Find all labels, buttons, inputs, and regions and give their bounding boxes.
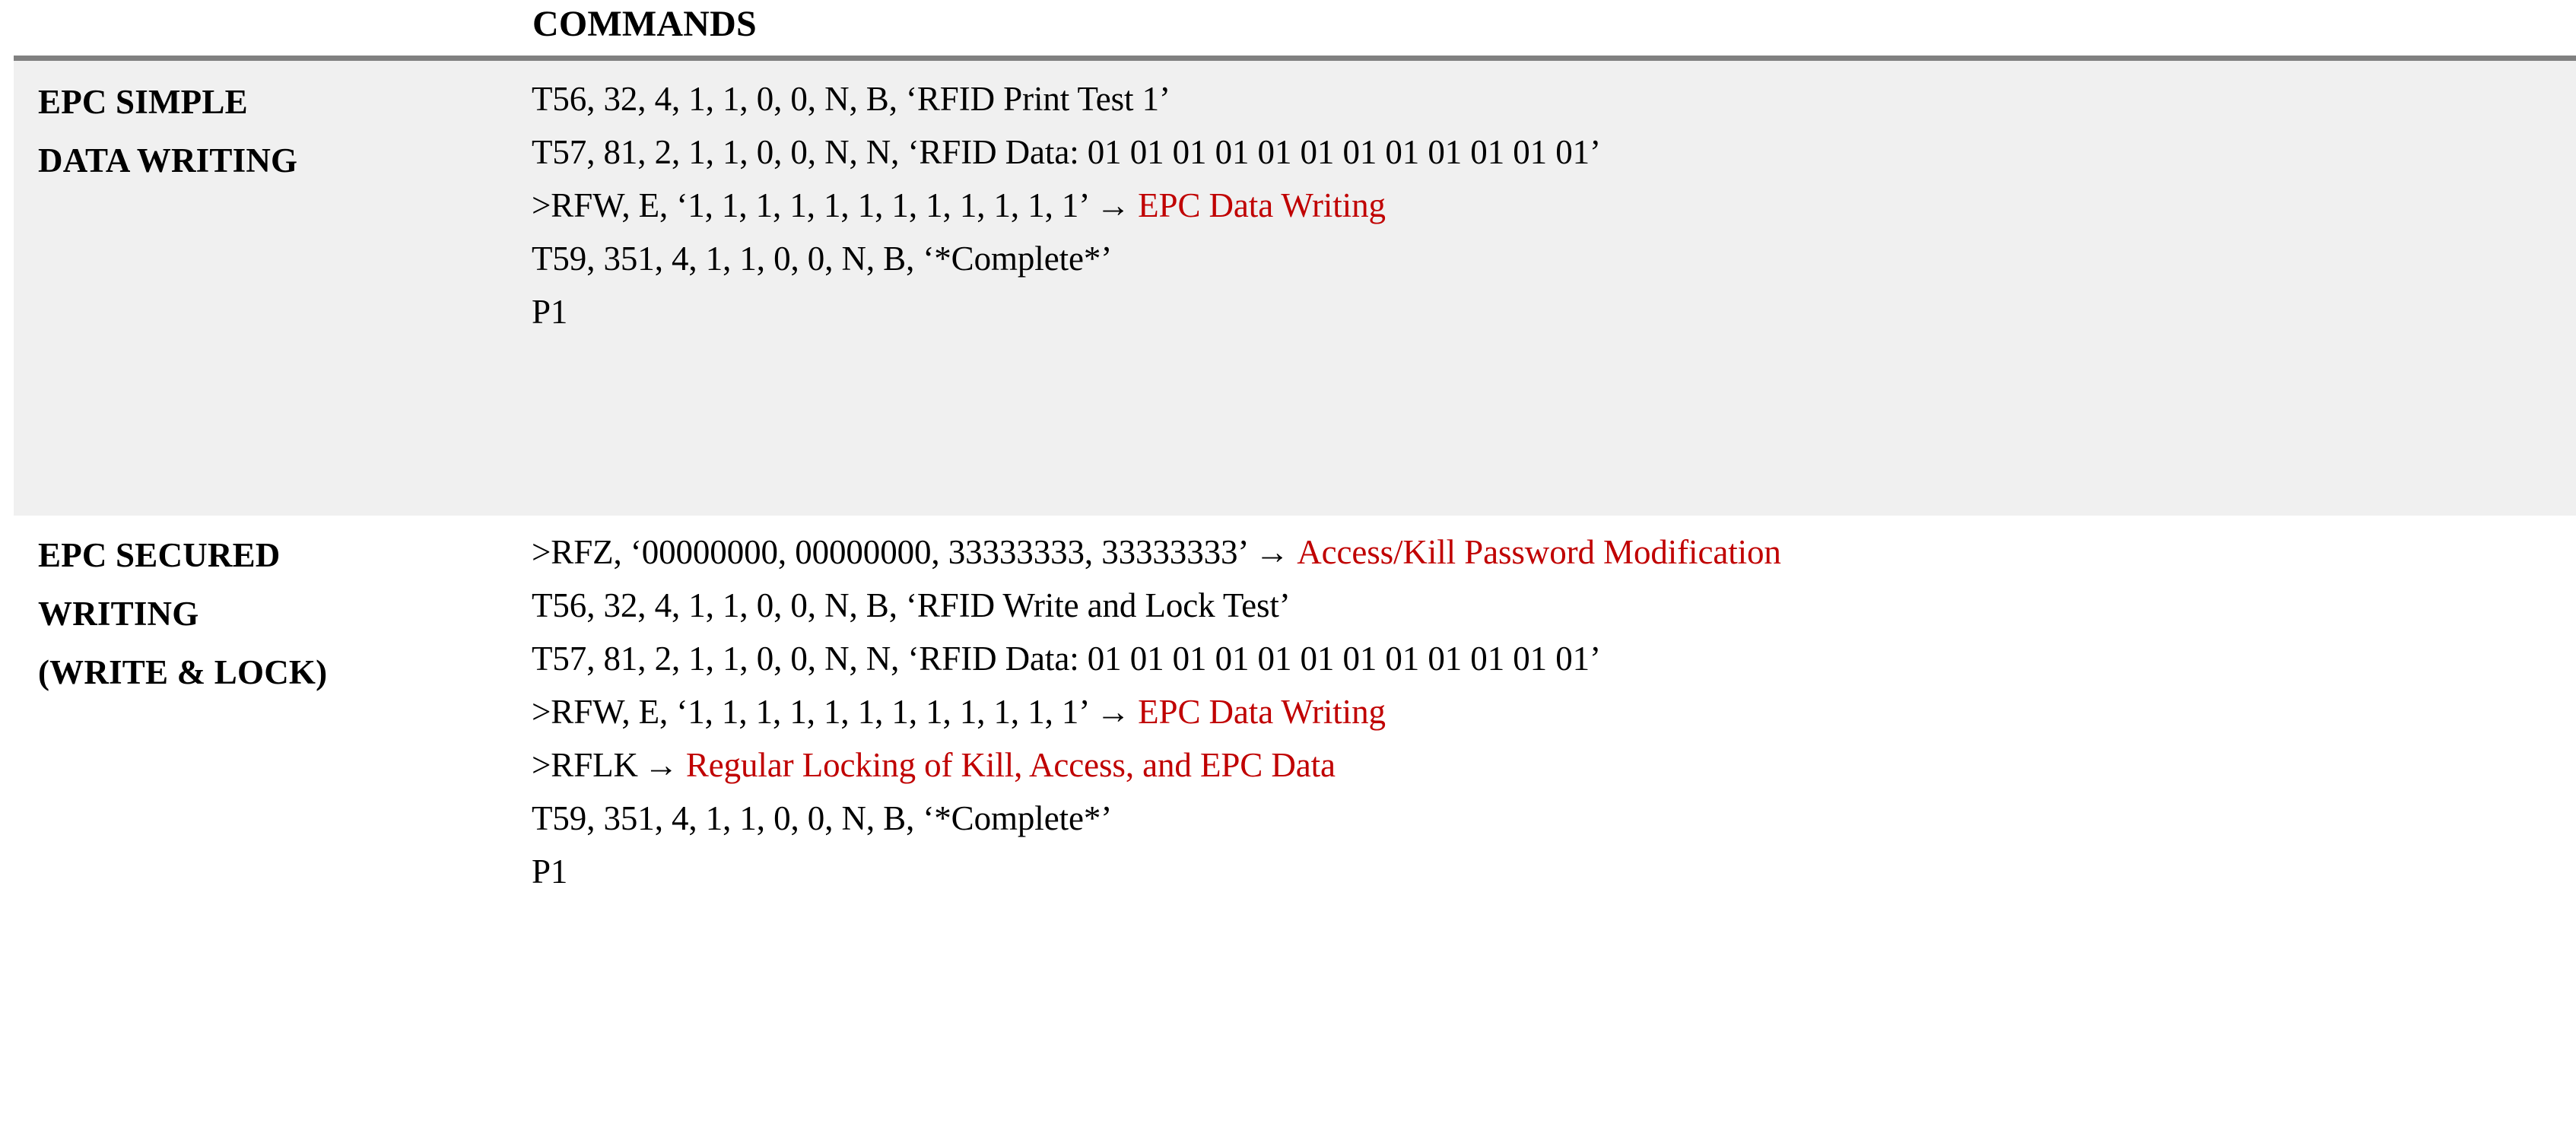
arrow-icon: → bbox=[1096, 693, 1131, 731]
row-label-line: DATA WRITING bbox=[38, 141, 298, 179]
command-line: T57, 81, 2, 1, 1, 0, 0, N, N, ‘RFID Data… bbox=[532, 642, 2576, 676]
row-label-cell: EPC SIMPLE DATA WRITING bbox=[14, 61, 498, 180]
command-code: T56, 32, 4, 1, 1, 0, 0, N, B, ‘RFID Writ… bbox=[532, 586, 1291, 624]
command-code: T57, 81, 2, 1, 1, 0, 0, N, N, ‘RFID Data… bbox=[532, 133, 1601, 171]
command-code: T59, 351, 4, 1, 1, 0, 0, N, B, ‘*Complet… bbox=[532, 240, 1113, 278]
command-code: >RFW, E, ‘1, 1, 1, 1, 1, 1, 1, 1, 1, 1, … bbox=[532, 186, 1091, 224]
command-line: T56, 32, 4, 1, 1, 0, 0, N, B, ‘RFID Prin… bbox=[532, 82, 2576, 116]
command-line: >RFW, E, ‘1, 1, 1, 1, 1, 1, 1, 1, 1, 1, … bbox=[532, 695, 2576, 729]
table-row-epc-simple-data-writing: EPC SIMPLE DATA WRITING T56, 32, 4, 1, 1… bbox=[14, 61, 2576, 516]
command-code: T56, 32, 4, 1, 1, 0, 0, N, B, ‘RFID Prin… bbox=[532, 80, 1170, 118]
table-top-border bbox=[14, 56, 2576, 61]
command-code: T57, 81, 2, 1, 1, 0, 0, N, N, ‘RFID Data… bbox=[532, 640, 1601, 678]
command-annotation: EPC Data Writing bbox=[1138, 693, 1386, 731]
command-line: T59, 351, 4, 1, 1, 0, 0, N, B, ‘*Complet… bbox=[532, 242, 2576, 276]
table-header-row: COMMANDS bbox=[0, 0, 2576, 57]
arrow-icon: → bbox=[1255, 533, 1290, 571]
command-code: >RFZ, ‘00000000, 00000000, 33333333, 333… bbox=[532, 533, 1250, 571]
arrow-icon: → bbox=[1096, 186, 1131, 224]
row-label-line: EPC SIMPLE bbox=[38, 83, 248, 121]
table-row-epc-secured-writing: EPC SECURED WRITING (WRITE & LOCK) >RFZ,… bbox=[14, 516, 2576, 1143]
command-line: P1 bbox=[532, 295, 2576, 329]
command-annotation: Access/Kill Password Modification bbox=[1297, 533, 1781, 571]
row-commands-cell: >RFZ, ‘00000000, 00000000, 33333333, 333… bbox=[532, 516, 2576, 889]
command-line: >RFLK→Regular Locking of Kill, Access, a… bbox=[532, 748, 2576, 783]
row-label-cell: EPC SECURED WRITING (WRITE & LOCK) bbox=[14, 516, 498, 692]
row-label-line: (WRITE & LOCK) bbox=[38, 653, 328, 691]
command-line: P1 bbox=[532, 855, 2576, 889]
command-code: P1 bbox=[532, 293, 568, 331]
command-line: >RFZ, ‘00000000, 00000000, 33333333, 333… bbox=[532, 535, 2576, 570]
command-code: >RFW, E, ‘1, 1, 1, 1, 1, 1, 1, 1, 1, 1, … bbox=[532, 693, 1091, 731]
command-line: T57, 81, 2, 1, 1, 0, 0, N, N, ‘RFID Data… bbox=[532, 135, 2576, 170]
row-label-line: EPC SECURED bbox=[38, 536, 281, 574]
command-line: T56, 32, 4, 1, 1, 0, 0, N, B, ‘RFID Writ… bbox=[532, 589, 2576, 623]
command-annotation: Regular Locking of Kill, Access, and EPC… bbox=[685, 746, 1336, 784]
command-code: >RFLK bbox=[532, 746, 638, 784]
command-line: >RFW, E, ‘1, 1, 1, 1, 1, 1, 1, 1, 1, 1, … bbox=[532, 189, 2576, 223]
column-header-commands: COMMANDS bbox=[532, 4, 757, 44]
row-commands-cell: T56, 32, 4, 1, 1, 0, 0, N, B, ‘RFID Prin… bbox=[532, 61, 2576, 329]
command-code: T59, 351, 4, 1, 1, 0, 0, N, B, ‘*Complet… bbox=[532, 799, 1113, 837]
arrow-icon: → bbox=[643, 746, 678, 784]
command-annotation: EPC Data Writing bbox=[1138, 186, 1386, 224]
row-label-line: WRITING bbox=[38, 595, 199, 633]
command-line: T59, 351, 4, 1, 1, 0, 0, N, B, ‘*Complet… bbox=[532, 802, 2576, 836]
command-code: P1 bbox=[532, 852, 568, 891]
